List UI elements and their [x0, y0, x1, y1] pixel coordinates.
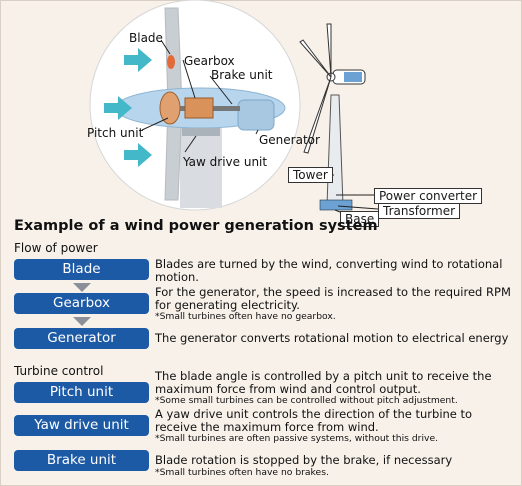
brake-unit-label: Brake unit — [211, 68, 273, 82]
generator-label: Generator — [259, 133, 320, 147]
blade-description: Blades are turned by the wind, convertin… — [155, 258, 515, 283]
flow-of-power-heading: Flow of power — [14, 241, 98, 255]
blade-label: Blade — [129, 31, 163, 45]
pitch-unit-label: Pitch unit — [87, 126, 144, 140]
yaw-drive-unit-note: *Small turbines are often passive system… — [155, 433, 439, 444]
pitch-unit-note: *Some small turbines can be controlled w… — [155, 395, 458, 406]
gearbox-description-text: For the generator, the speed is increase… — [155, 285, 511, 312]
transformer-label: Transformer — [378, 203, 461, 219]
gearbox-shape — [184, 97, 214, 119]
blade-pill: Blade — [14, 259, 149, 280]
brake-unit-description-text: Blade rotation is stopped by the brake, … — [155, 453, 453, 467]
yaw-drive-unit-pill: Yaw drive unit — [14, 415, 149, 436]
yaw-base — [182, 128, 220, 136]
blade-description-text: Blades are turned by the wind, convertin… — [155, 257, 503, 284]
yaw-drive-unit-label: Yaw drive unit — [183, 155, 268, 169]
generator-description: The generator converts rotational motion… — [155, 332, 515, 345]
gearbox-note: *Small turbines often have no gearbox. — [155, 311, 336, 322]
turbine-control-heading: Turbine control — [14, 364, 104, 378]
gearbox-description: For the generator, the speed is increase… — [155, 286, 515, 322]
wind-arrow-2 — [104, 96, 132, 120]
wind-arrow-1 — [124, 48, 152, 72]
power-converter-label: Power converter — [374, 188, 483, 204]
generator-shape — [237, 99, 275, 131]
generator-description-text: The generator converts rotational motion… — [155, 331, 509, 345]
brake-unit-note: *Small turbines often have no brakes. — [155, 466, 329, 478]
turbine-blade-1 — [299, 39, 332, 78]
wind-turbine-illustration — [89, 0, 379, 215]
flow-arrow-2 — [73, 317, 91, 326]
turbine-base — [319, 199, 353, 211]
gearbox-pill: Gearbox — [14, 293, 149, 314]
turbine-nacelle-inner — [344, 72, 362, 82]
wind-arrow-3 — [124, 143, 152, 167]
yaw-drive-unit-description: A yaw drive unit controls the direction … — [155, 408, 515, 444]
gearbox-label: Gearbox — [184, 54, 235, 68]
base-label: Base — [340, 211, 380, 227]
hub-shape — [159, 91, 181, 125]
brake-unit-description: Blade rotation is stopped by the brake, … — [155, 454, 515, 478]
generator-pill: Generator — [14, 328, 149, 349]
tower-label: Tower — [288, 167, 333, 183]
turbine-blade-3 — [326, 23, 332, 78]
wind-arrows — [104, 48, 152, 167]
pitch-unit-pill: Pitch unit — [14, 382, 149, 403]
pitch-accent — [167, 55, 175, 69]
turbine-blade-2 — [303, 76, 332, 154]
turbine-tower — [326, 94, 344, 206]
pitch-unit-description-text: The blade angle is controlled by a pitch… — [155, 369, 492, 396]
section-title: Example of a wind power generation syste… — [14, 218, 378, 234]
yaw-drive-unit-description-text: A yaw drive unit controls the direction … — [155, 407, 473, 434]
flow-arrow-1 — [73, 283, 91, 292]
brake-unit-pill: Brake unit — [14, 450, 149, 471]
pitch-unit-description: The blade angle is controlled by a pitch… — [155, 370, 515, 406]
